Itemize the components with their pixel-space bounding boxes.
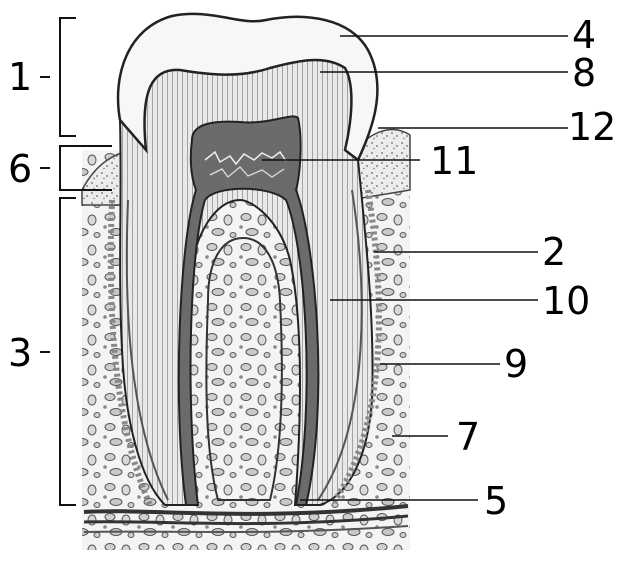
label-blood-vessels: 5 bbox=[484, 479, 508, 523]
label-gum: 12 bbox=[568, 105, 616, 149]
label-crown: 1 bbox=[8, 55, 32, 99]
label-neck: 6 bbox=[8, 147, 32, 191]
label-periodontal-ligament: 9 bbox=[504, 342, 528, 386]
label-root-canal: 10 bbox=[542, 279, 590, 323]
label-pulp-chamber: 11 bbox=[430, 139, 478, 183]
label-jaw-bone: 7 bbox=[456, 415, 480, 459]
label-cementum: 2 bbox=[542, 230, 566, 274]
label-dentin: 8 bbox=[572, 51, 596, 95]
label-root: 3 bbox=[8, 331, 32, 375]
